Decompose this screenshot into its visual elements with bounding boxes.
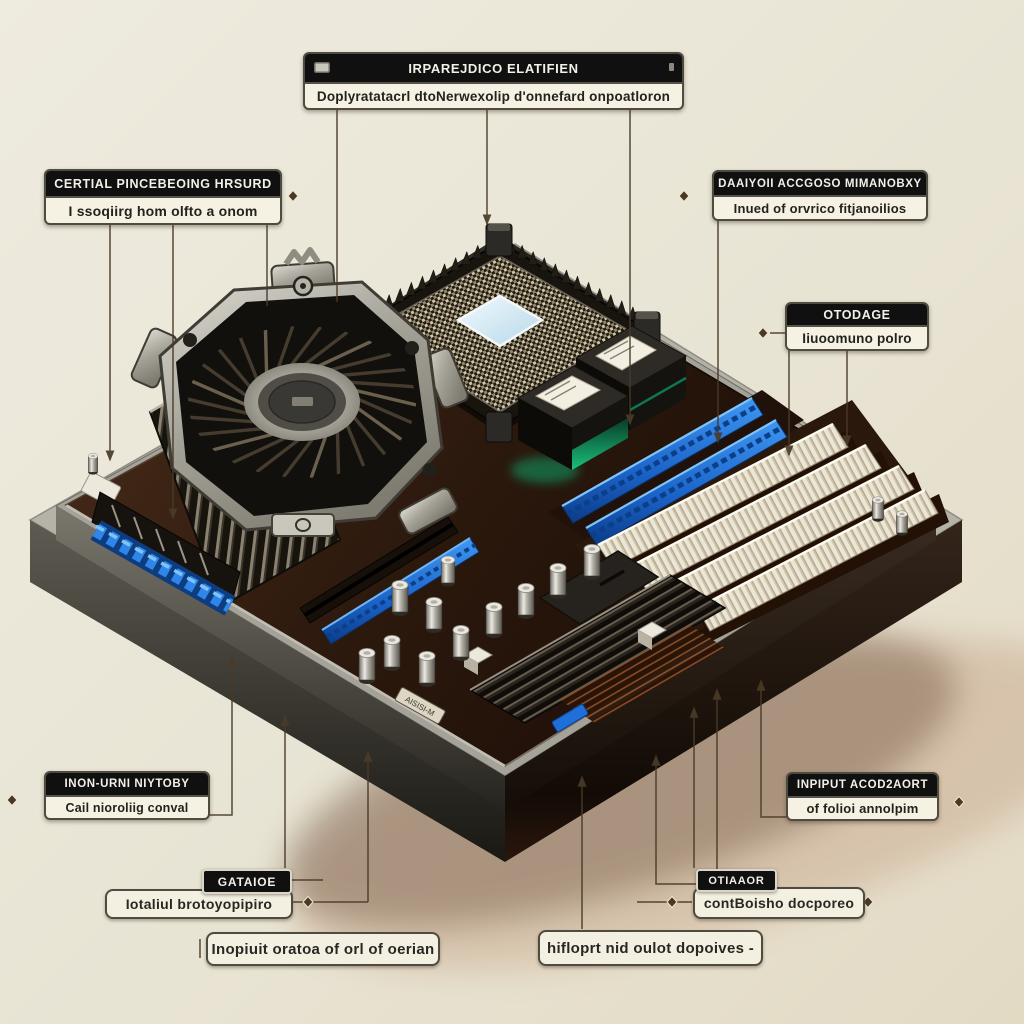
capacitor (452, 625, 470, 661)
capacitor (485, 602, 503, 638)
capacitor (358, 648, 376, 684)
label-ram: DAAIYOII ACCGOSO MIMANOBXY Inued of orvr… (712, 170, 928, 221)
cpu-cooler (90, 247, 469, 616)
label-storage-bottom-right-title: OTIAAOR (696, 869, 777, 892)
storage-right-subtitle: Iiuoomuno polro (802, 330, 912, 346)
input-adapter-subtitle: of folioi annolpim (806, 801, 919, 816)
side-ram-module (90, 491, 241, 616)
cpu-subtitle: I ssoqiirg hom olfto a onom (68, 202, 258, 219)
label-input-adapter: INPIPUT ACOD2AORT of folioi annolpim (786, 772, 939, 821)
ram-subtitle: Inued of orvrico fitjanoilios (733, 200, 907, 216)
capacitor (583, 544, 601, 580)
capacitor (425, 597, 443, 633)
nvm-subtitle: Cail nioroliig conval (65, 800, 189, 815)
capacitor (383, 635, 401, 671)
label-storage-bottom-left-caption: Iotaliul brotoyopipiro (105, 889, 293, 919)
label-nvm: INON-URNI NIYTOBY Cail nioroliig conval (44, 771, 210, 820)
capacitors (87, 452, 908, 687)
label-cpu: CERTIAL PINCEBEOING HRSURD I ssoqiirg ho… (44, 169, 282, 225)
cpu-socket (337, 223, 661, 443)
label-integrated-platform: IRPAREJDICO ELATIFIEN Doplyratatacrl dto… (303, 52, 684, 110)
capacitor (418, 651, 436, 687)
ram-dimm-slots (561, 397, 788, 546)
storage-right-title: OTODAGE (787, 304, 927, 327)
platform-subtitle: Doplyratatacrl dtoNerwexolip d'onnefard … (316, 88, 671, 104)
expansion-slots (597, 422, 949, 641)
callout-lines (105, 106, 852, 958)
capacitor (440, 555, 456, 587)
nvm-title: INON-URNI NIYTOBY (46, 773, 208, 797)
capacitor (872, 496, 884, 522)
label-storage-right: OTODAGE Iiuoomuno polro (785, 302, 929, 351)
capacitor (549, 563, 567, 599)
ram-title: DAAIYOII ACCGOSO MIMANOBXY (714, 172, 926, 197)
capacitor (517, 583, 535, 619)
label-storage-bottom-right-caption: contBoisho docporeo (693, 887, 865, 919)
capacitor (87, 452, 99, 475)
input-adapter-title: INPIPUT ACOD2AORT (788, 774, 937, 798)
caption-bottom-right: hifloprt nid oulot dopoives - (538, 930, 763, 966)
window-icon (314, 62, 330, 73)
label-storage-bottom-left-title: GATAIOE (202, 869, 292, 894)
capacitor (896, 510, 908, 536)
keycap-components (81, 471, 668, 675)
cpu-title: CERTIAL PINCEBEOING HRSURD (46, 171, 280, 198)
caption-bottom-left: Inopiuit oratoa of orl of oerian (206, 932, 440, 966)
platform-title: IRPAREJDICO ELATIFIEN (408, 60, 579, 76)
chipset-modules (511, 325, 688, 483)
dot-icon (669, 63, 674, 71)
capacitor (391, 580, 409, 616)
